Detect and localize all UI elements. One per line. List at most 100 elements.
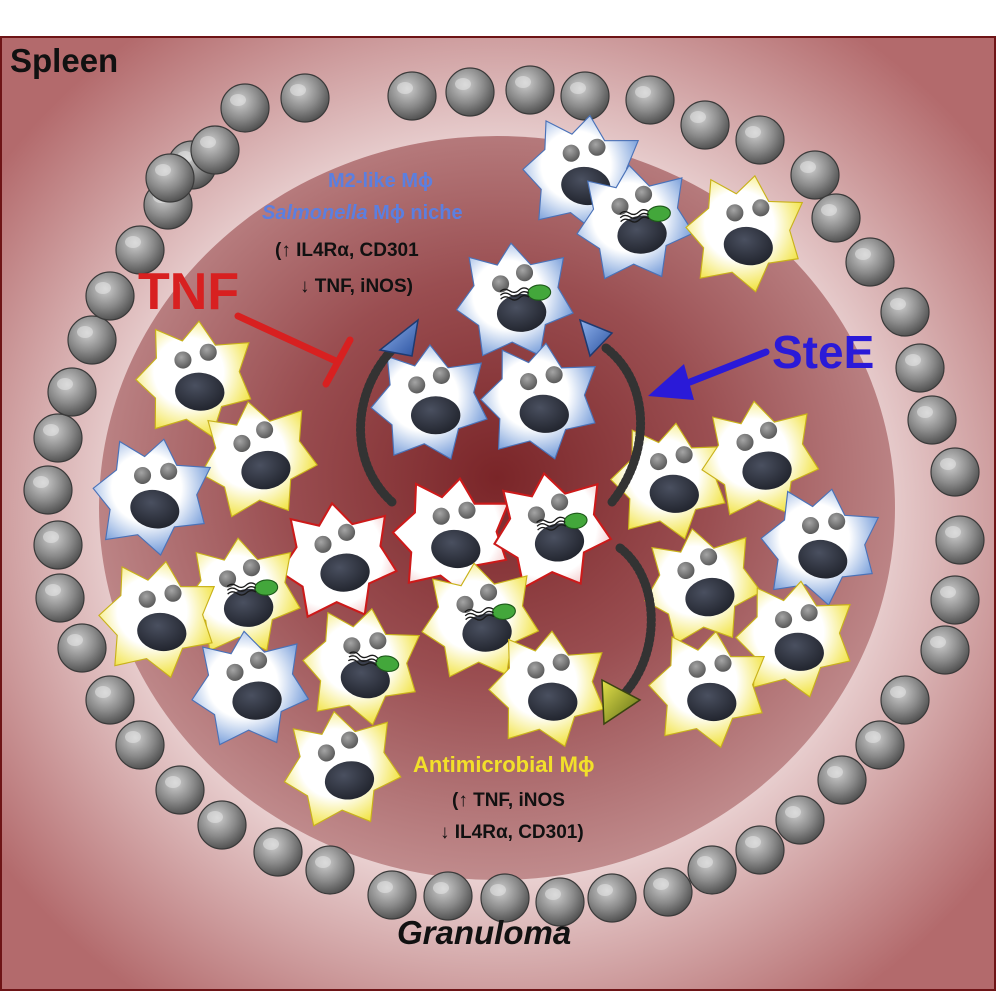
lymphocyte-icon <box>445 67 495 117</box>
lymphocyte-ring <box>23 65 985 927</box>
arrowhead-yellow-icon <box>601 678 642 726</box>
lymphocyte-icon <box>35 573 85 623</box>
lymphocyte-icon <box>145 153 195 203</box>
lymphocyte-icon <box>735 825 785 875</box>
spleen-label: Spleen <box>10 42 119 79</box>
stee-arrow-shaft-icon <box>686 348 770 386</box>
arrowhead-blue-left-icon <box>378 318 420 357</box>
salmonella-icon <box>464 603 516 621</box>
macrophage-icon <box>178 533 304 657</box>
lymphocyte-icon <box>817 755 867 805</box>
macrophage-icon <box>370 344 488 460</box>
lymphocyte-icon <box>907 395 957 445</box>
macrophage-icon <box>633 518 769 652</box>
antimicrobial-upregulated: (↑ TNF, iNOS <box>452 790 565 811</box>
lymphocyte-icon <box>935 515 985 565</box>
m2-downregulated: ↓ TNF, iNOS) <box>300 276 413 297</box>
lymphocyte-icon <box>930 575 980 625</box>
lymphocyte-icon <box>920 625 970 675</box>
macrophage-icon <box>293 598 429 732</box>
lymphocyte-icon <box>625 75 675 125</box>
salmonella-icon <box>347 651 400 672</box>
macrophage-icon <box>414 556 544 684</box>
lymphocyte-icon <box>790 150 840 200</box>
lymphocyte-icon <box>85 271 135 321</box>
lymphocyte-icon <box>47 367 97 417</box>
lymphocyte-icon <box>220 83 270 133</box>
lymphocyte-icon <box>775 795 825 845</box>
transition-arrow-left-icon <box>356 337 405 507</box>
lymphocyte-icon <box>587 873 637 923</box>
macrophage-icon <box>569 158 699 286</box>
macrophage-icon <box>91 552 223 683</box>
macrophage-icon <box>641 622 773 753</box>
macrophage-icon <box>189 391 325 525</box>
lymphocyte-icon <box>811 193 861 243</box>
antimicrobial-title: Antimicrobial Mϕ <box>413 752 595 777</box>
salmonella-icon <box>499 284 552 301</box>
macrophage-icon <box>729 574 859 702</box>
lymphocyte-icon <box>115 720 165 770</box>
lymphocyte-icon <box>305 845 355 895</box>
lymphocyte-icon <box>855 720 905 770</box>
lymphocyte-icon <box>253 827 303 877</box>
macrophage-icon <box>694 394 824 522</box>
lymphocyte-icon <box>880 675 930 725</box>
m2-niche-italic: Salmonella <box>262 202 368 224</box>
macrophage-icon <box>131 316 257 440</box>
lymphocyte-icon <box>735 115 785 165</box>
lymphocyte-icon <box>57 623 107 673</box>
stee-label: SteE <box>772 326 875 378</box>
m2-title: M2-like Mϕ <box>328 170 434 192</box>
lymphocyte-icon <box>560 71 610 121</box>
lymphocyte-icon <box>930 447 980 497</box>
lymphocyte-icon <box>505 65 555 115</box>
lymphocyte-icon <box>67 315 117 365</box>
lymphocyte-icon <box>367 870 417 920</box>
lymphocyte-icon <box>23 465 73 515</box>
lymphocyte-icon <box>387 71 437 121</box>
m2-upregulated: (↑ IL4Rα, CD301 <box>275 240 419 261</box>
lymphocyte-icon <box>33 520 83 570</box>
tnf-label: TNF <box>138 263 240 321</box>
lymphocyte-icon <box>190 125 240 175</box>
lymphocyte-icon <box>155 765 205 815</box>
lymphocyte-icon <box>680 100 730 150</box>
m2-niche-rest: Mϕ niche <box>367 202 463 224</box>
transition-arrow-bottom-icon <box>613 543 656 705</box>
macrophage-icon <box>676 165 812 299</box>
antimicrobial-downregulated: ↓ IL4Rα, CD301) <box>440 822 584 843</box>
lymphocyte-icon <box>880 287 930 337</box>
macrophage-cells <box>81 106 889 834</box>
m2-niche-line: Salmonella Mϕ niche <box>262 202 463 225</box>
macrophage-icon <box>272 496 402 624</box>
lymphocyte-icon <box>85 675 135 725</box>
macrophage-icon <box>749 476 889 614</box>
macrophage-icon <box>604 416 734 544</box>
lymphocyte-icon <box>423 871 473 921</box>
salmonella-icon <box>226 579 279 596</box>
macrophage-icon <box>81 426 221 564</box>
tnf-inhibition-bar-icon <box>322 336 354 388</box>
macrophage-icon <box>275 703 407 834</box>
macrophage-icon <box>384 469 518 601</box>
macrophage-icon <box>484 626 610 750</box>
lymphocyte-icon <box>845 237 895 287</box>
transition-arrow-right-icon <box>601 343 645 507</box>
lymphocyte-icon <box>280 73 330 123</box>
salmonella-icon <box>536 512 588 531</box>
granuloma-label: Granuloma <box>397 914 572 951</box>
macrophage-icon <box>451 238 577 362</box>
macrophage-icon <box>484 464 618 596</box>
lymphocyte-icon <box>895 343 945 393</box>
macrophage-icon <box>184 624 314 752</box>
stee-arrowhead-icon <box>648 364 694 400</box>
lymphocyte-icon <box>33 413 83 463</box>
salmonella-icon <box>619 205 671 223</box>
lymphocyte-icon <box>643 867 693 917</box>
lymphocyte-icon <box>687 845 737 895</box>
tnf-inhibition-arrow-icon <box>234 312 342 366</box>
lymphocyte-icon <box>197 800 247 850</box>
arrowhead-blue-right-icon <box>578 318 614 358</box>
